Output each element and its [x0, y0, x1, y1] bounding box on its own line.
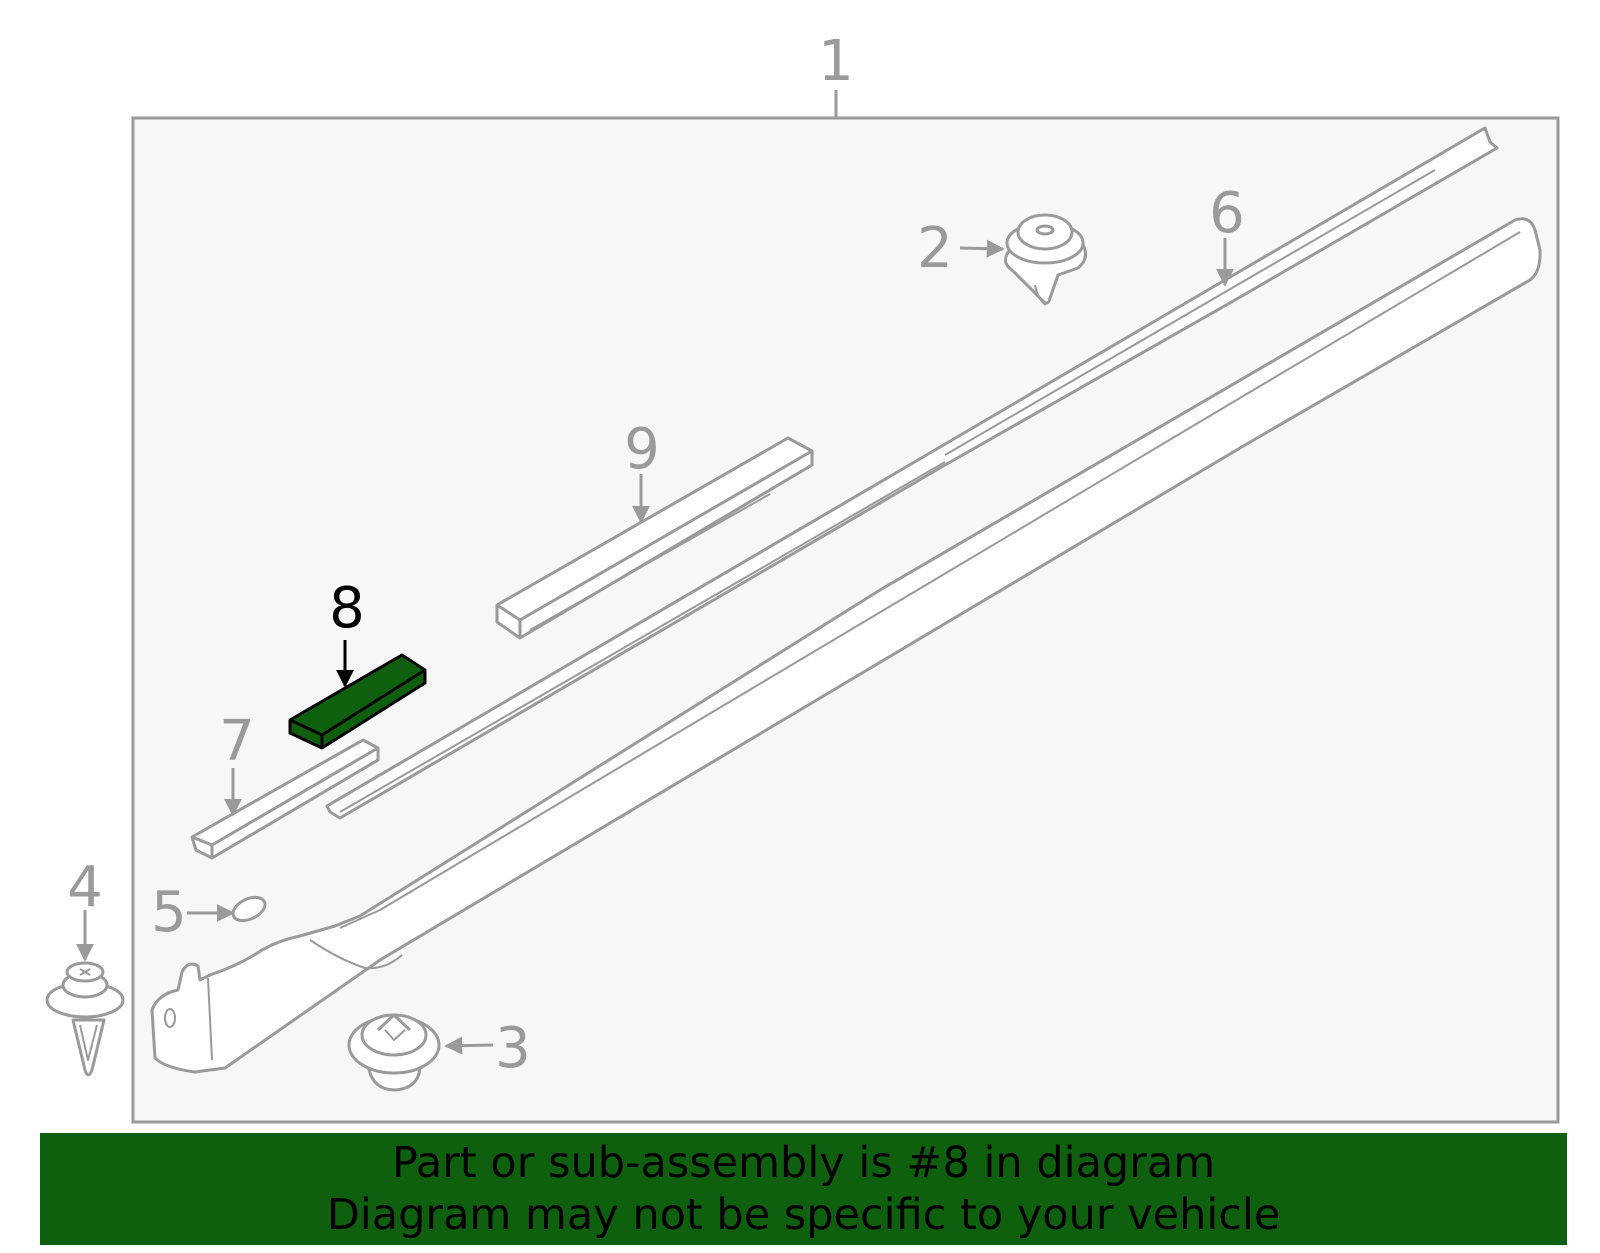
banner-line-part: Part or sub-assembly is #8 in diagram	[391, 1138, 1216, 1188]
part-9-strip[interactable]	[495, 436, 814, 640]
callout-2-label: 2	[917, 216, 953, 281]
part-8-pad[interactable]	[288, 653, 427, 750]
leader-2	[959, 239, 1005, 258]
part-4-push-clip[interactable]	[45, 961, 125, 1077]
part-7-strip[interactable]	[190, 738, 380, 860]
callout-1-label: 1	[818, 29, 854, 94]
callout-8-label: 8	[329, 576, 365, 641]
callout-leaders	[76, 238, 1234, 1055]
banner-line-disclaimer: Diagram may not be specific to your vehi…	[326, 1190, 1281, 1240]
part-1-rocker-panel[interactable]	[150, 217, 1542, 1074]
leader-3	[444, 1036, 494, 1055]
callout-6-label: 6	[1209, 181, 1245, 246]
info-banner: Part or sub-assembly is #8 in diagram Di…	[40, 1133, 1567, 1245]
callout-3-label: 3	[495, 1016, 531, 1081]
part-2-clip[interactable]	[1004, 213, 1088, 306]
callout-9-label: 9	[624, 417, 660, 482]
callout-4-label: 4	[67, 855, 103, 920]
part-6-rail-molding[interactable]	[325, 126, 1499, 820]
callout-5-label: 5	[151, 880, 187, 945]
callout-7-label: 7	[219, 709, 255, 774]
part-3-clip[interactable]	[347, 1013, 441, 1092]
